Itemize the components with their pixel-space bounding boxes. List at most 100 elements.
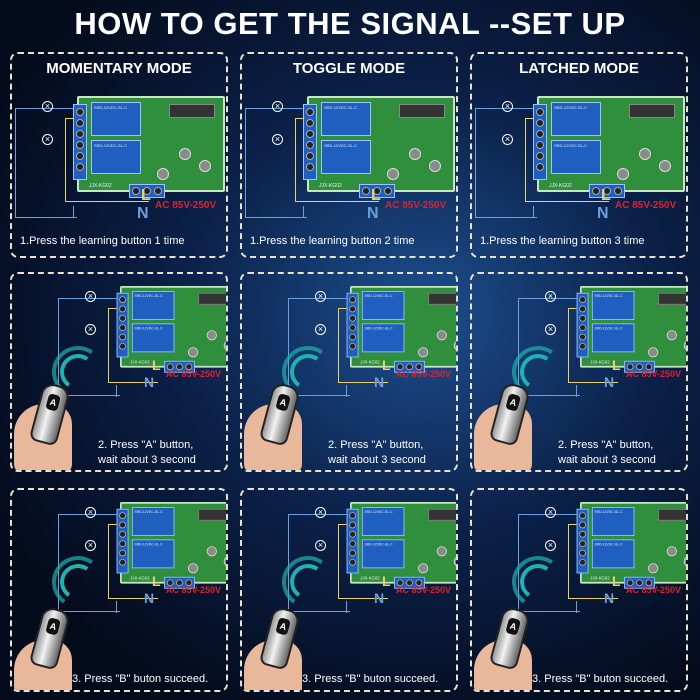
- capacitor: [188, 563, 199, 574]
- output-terminal: [576, 508, 589, 574]
- live-label: L: [601, 187, 611, 204]
- page-title: HOW TO GET THE SIGNAL --SET UP: [74, 6, 626, 41]
- lamp-icon: ×: [42, 134, 53, 145]
- rf-module: [629, 104, 675, 118]
- board-label: JJX-KG02: [549, 183, 572, 189]
- relay-board: SRD-12VDC-SL-C SRD-12VDC-SL-C JJX-KG02: [303, 96, 455, 198]
- output-terminal: [73, 104, 87, 180]
- neutral-label: N: [144, 374, 155, 390]
- relay-board: SRD-12VDC-SL-C SRD-12VDC-SL-C JJX-KG02: [116, 502, 226, 589]
- step-panel: × × SRD-12VDC-SL-C SRD-12VDC-SL-C JJX-KG…: [470, 488, 688, 692]
- step-panel: × × SRD-12VDC-SL-C SRD-12VDC-SL-C JJX-KG…: [240, 272, 458, 472]
- output-terminal: [116, 508, 129, 574]
- relay: SRD-12VDC-SL-C: [591, 323, 635, 353]
- capacitor: [387, 168, 399, 180]
- step-text: 1.Press the learning button 3 time: [480, 235, 645, 247]
- neutral-wire-in: [576, 601, 577, 613]
- step-panel: × × SRD-12VDC-SL-C SRD-12VDC-SL-C JJX-KG…: [470, 272, 688, 472]
- live-label: L: [612, 357, 621, 373]
- step-text: 2. Press "A" button,: [328, 439, 424, 451]
- relay: SRD-12VDC-SL-C: [321, 140, 371, 174]
- capacitor: [436, 546, 447, 557]
- output-terminal: [533, 104, 547, 180]
- lamp-icon: ×: [545, 324, 556, 335]
- power-terminal: [394, 576, 425, 589]
- step-panel: LATCHED MODE × × SRD-12VDC-SL-C SRD-12VD…: [470, 52, 688, 258]
- ac-voltage-label: AC 85V-250V: [626, 585, 682, 595]
- capacitor: [206, 546, 217, 557]
- neutral-wire-in: [303, 206, 304, 218]
- live-label: L: [152, 357, 161, 373]
- rf-module: [198, 292, 226, 305]
- relay: SRD-12VDC-SL-C: [361, 323, 405, 353]
- step-text: 3. Press "B" buton succeed.: [532, 673, 669, 685]
- lamp-icon: ×: [315, 540, 326, 551]
- relay: SRD-12VDC-SL-C: [131, 291, 175, 320]
- step-text: 1.Press the learning button 2 time: [250, 235, 415, 247]
- rf-module: [428, 508, 456, 521]
- mode-title: TOGGLE MODE: [292, 60, 406, 77]
- capacitor: [683, 556, 686, 567]
- lamp-icon: ×: [272, 101, 283, 112]
- neutral-wire-in: [576, 385, 577, 397]
- relay-board: SRD-12VDC-SL-C SRD-12VDC-SL-C JJX-KG02: [73, 96, 225, 198]
- ac-voltage-label: AC 85V-250V: [385, 200, 447, 211]
- live-label: L: [371, 187, 381, 204]
- neutral-label: N: [604, 374, 615, 390]
- relay: SRD-12VDC-SL-C: [361, 507, 405, 536]
- step-text: wait about 3 second: [558, 454, 656, 466]
- step-text: wait about 3 second: [328, 454, 426, 466]
- lamp-icon: ×: [315, 291, 326, 302]
- ac-voltage-label: AC 85V-250V: [615, 200, 677, 211]
- lamp-icon: ×: [545, 291, 556, 302]
- relay: SRD-12VDC-SL-C: [321, 102, 371, 136]
- board-label: JJX-KG02: [360, 575, 380, 582]
- board-label: JJX-KG02: [360, 359, 380, 366]
- relay-board: SRD-12VDC-SL-C SRD-12VDC-SL-C JJX-KG02: [576, 286, 686, 373]
- capacitor: [409, 148, 421, 160]
- capacitor: [418, 563, 429, 574]
- relay: SRD-12VDC-SL-C: [131, 323, 175, 353]
- power-terminal: [359, 184, 395, 198]
- neutral-label: N: [597, 205, 609, 222]
- rf-module: [198, 508, 226, 521]
- lamp-icon: ×: [85, 291, 96, 302]
- capacitor: [453, 556, 456, 567]
- lamp-icon: ×: [502, 101, 513, 112]
- board-label: JJX-KG02: [319, 183, 342, 189]
- neutral-label: N: [374, 374, 385, 390]
- neutral-wire-in: [346, 385, 347, 397]
- relay: SRD-12VDC-SL-C: [91, 140, 141, 174]
- board-label: JJX-KG02: [130, 575, 150, 582]
- neutral-label: N: [367, 205, 379, 222]
- capacitor: [639, 148, 651, 160]
- lamp-icon: ×: [545, 507, 556, 518]
- rf-module: [658, 292, 686, 305]
- lamp-icon: ×: [85, 540, 96, 551]
- relay: SRD-12VDC-SL-C: [591, 539, 635, 569]
- neutral-label: N: [137, 205, 149, 222]
- lamp-icon: ×: [315, 324, 326, 335]
- mode-title: LATCHED MODE: [519, 60, 639, 77]
- ac-voltage-label: AC 85V-250V: [626, 369, 682, 379]
- step-text: 2. Press "A" button,: [98, 439, 194, 451]
- rf-module: [169, 104, 215, 118]
- neutral-wire-in: [116, 601, 117, 613]
- remote-button-a: A: [275, 617, 291, 636]
- lamp-icon: ×: [545, 540, 556, 551]
- remote-button-a: A: [505, 393, 521, 412]
- remote-button-a: A: [45, 393, 61, 412]
- capacitor: [453, 340, 456, 351]
- lamp-icon: ×: [502, 134, 513, 145]
- relay: SRD-12VDC-SL-C: [361, 291, 405, 320]
- capacitor: [648, 563, 659, 574]
- ac-voltage-label: AC 85V-250V: [166, 369, 222, 379]
- mode-title: MOMENTARY MODE: [46, 60, 192, 77]
- lamp-icon: ×: [85, 324, 96, 335]
- ac-voltage-label: AC 85V-250V: [396, 369, 452, 379]
- power-terminal: [624, 360, 655, 373]
- step-text: 1.Press the learning button 1 time: [20, 235, 185, 247]
- capacitor: [666, 546, 677, 557]
- relay: SRD-12VDC-SL-C: [131, 539, 175, 569]
- neutral-wire-in: [346, 601, 347, 613]
